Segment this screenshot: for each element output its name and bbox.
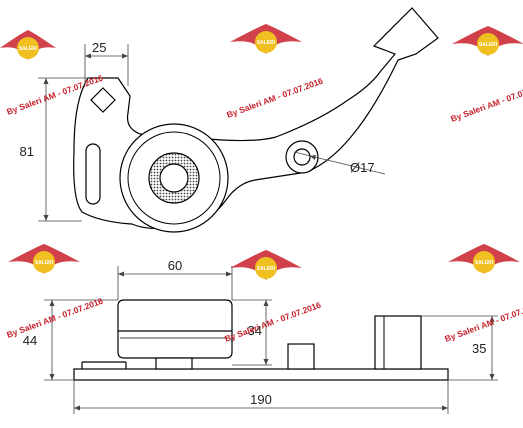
- dimension-overall-length: [73, 380, 449, 414]
- pulley-rim: [127, 131, 221, 225]
- svg-text:SALERI: SALERI: [35, 260, 54, 266]
- watermark-logo: SALERI: [230, 24, 302, 54]
- watermark-text: By Saleri AM - 07.07.2016: [225, 76, 324, 120]
- base-plate: [73, 368, 449, 381]
- dimension-pulley-width: [117, 266, 233, 300]
- watermark-logo: SALERI: [452, 26, 523, 56]
- watermark-text: By Saleri AM - 07.07.2016: [443, 300, 523, 344]
- svg-text:SALERI: SALERI: [475, 260, 494, 266]
- pivot-bushing: [287, 343, 315, 370]
- watermark-text: By Saleri AM - 07.07.2016: [5, 296, 104, 340]
- watermark-logo: SALERI: [8, 244, 80, 274]
- svg-text:SALERI: SALERI: [257, 40, 276, 46]
- pulley-spacer: [155, 357, 193, 370]
- watermark-text: By Saleri AM - 07.07.2016: [223, 300, 322, 344]
- dimension-bracket-height-label: 35: [472, 341, 486, 356]
- dimension-overall-height-label: 44: [23, 333, 37, 348]
- side-view: 60 44 34 35: [23, 258, 498, 414]
- arm-lever-block: [374, 315, 422, 370]
- dimension-height-label: 81: [20, 144, 34, 159]
- diamond-pin: [90, 87, 116, 113]
- svg-text:SALERI: SALERI: [257, 266, 276, 272]
- dimension-bore: [293, 151, 386, 175]
- svg-text:SALERI: SALERI: [19, 46, 38, 52]
- dimension-pulley-height-label: 34: [248, 323, 262, 338]
- dimension-bracket-height: [421, 315, 498, 381]
- dimension-height: [38, 77, 90, 222]
- pulley-side: [117, 299, 233, 359]
- watermark-text: By Saleri AM - 07.07.2016: [449, 80, 523, 124]
- dimension-bore-label: Ø17: [350, 160, 375, 175]
- adjustment-slot: [85, 143, 101, 205]
- top-view: 25 81 Ø17: [20, 7, 439, 233]
- svg-text:SALERI: SALERI: [479, 42, 498, 48]
- dimension-top-offset: [84, 44, 129, 86]
- watermark-logo: SALERI: [0, 30, 56, 60]
- dimension-pulley-width-label: 60: [168, 258, 182, 273]
- watermark-logo: SALERI: [230, 250, 302, 280]
- watermark-logo: SALERI: [448, 244, 520, 274]
- dimension-pulley-height: [232, 299, 272, 366]
- dimension-top-offset-label: 25: [92, 40, 106, 55]
- bearing-hub: [159, 163, 189, 193]
- dimension-overall-length-label: 190: [250, 392, 272, 407]
- dimension-overall-height: [44, 299, 118, 381]
- mounting-hole: [293, 148, 311, 166]
